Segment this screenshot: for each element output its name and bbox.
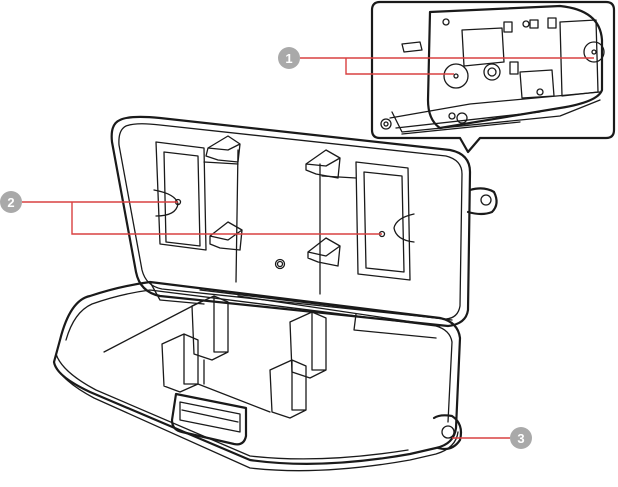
callout-label-2: 2	[7, 195, 14, 210]
case-base	[54, 282, 461, 471]
callout-marker-2: 2	[0, 191, 22, 213]
callout-label-1: 1	[285, 51, 292, 66]
case-lid	[112, 117, 497, 326]
callout-marker-3: 3	[510, 427, 532, 449]
callout-marker-1: 1	[278, 47, 300, 69]
inset-detail	[372, 2, 614, 152]
callout-label-3: 3	[517, 431, 524, 446]
